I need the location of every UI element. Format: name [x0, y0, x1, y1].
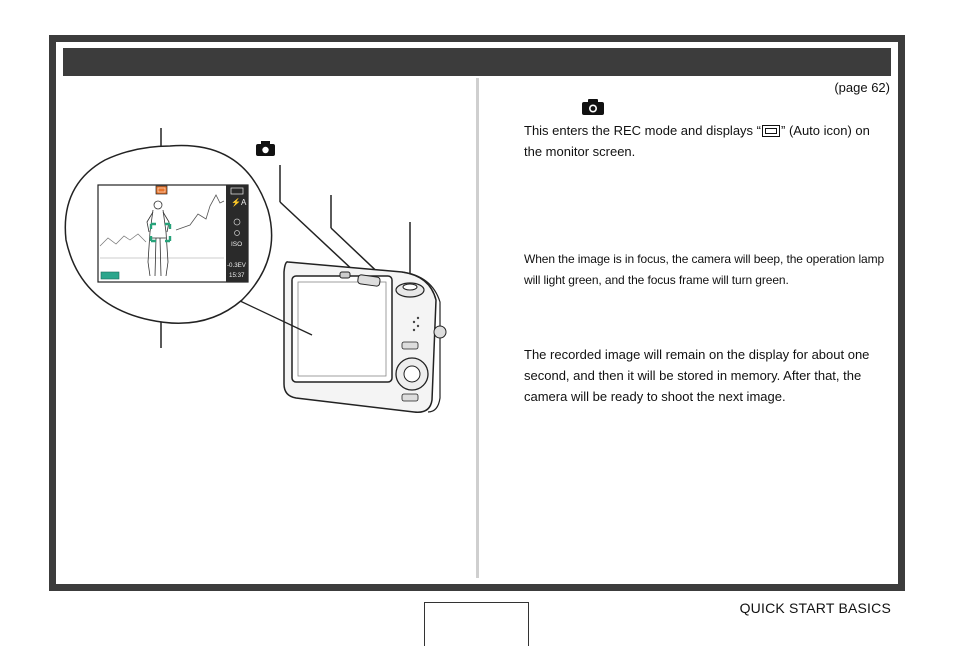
focus-frame-green [149, 222, 172, 243]
iso-indicator: ISO [231, 241, 242, 248]
flash-indicator: ⚡A [231, 197, 247, 207]
image-size-icon [230, 187, 244, 195]
monitor-side-panel [226, 185, 248, 282]
step2-instruction: When the image is in focus, the camera w… [524, 252, 885, 287]
time-indicator: 15:37 [229, 272, 245, 279]
ev-indicator: -0.3EV [227, 262, 247, 269]
auto-icon [762, 125, 780, 137]
section-title: QUICK START BASICS [739, 600, 891, 616]
battery-icon [100, 271, 120, 280]
camera-mode-icon [582, 99, 604, 115]
step3-instruction: The recorded image will remain on the di… [524, 347, 870, 404]
camera-monitor [291, 275, 393, 383]
auto-icon-orange [155, 185, 168, 195]
camera-icon-label [256, 141, 275, 156]
column-divider [476, 78, 479, 578]
page-number-box [424, 602, 529, 646]
page-reference: (page 62) [834, 80, 890, 95]
self-timer-icon [233, 218, 241, 226]
step1-instruction: This enters the REC mode and displays “”… [524, 123, 870, 159]
monitor-screen-zoom: ⚡A ISO -0.3EV 15:37 [97, 184, 249, 283]
camera-body [283, 261, 447, 413]
anti-shake-icon [234, 230, 240, 236]
zoom-lever [357, 274, 381, 287]
section-header-bar [63, 48, 891, 76]
subject-figure [146, 200, 170, 277]
camera-illustration: ⚡A ISO -0.3EV 15:37 [64, 128, 447, 413]
